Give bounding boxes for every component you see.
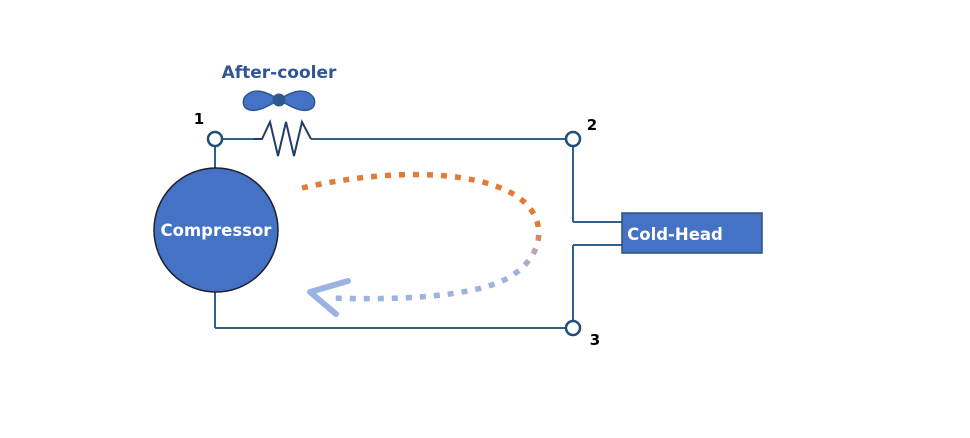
node-2: 2 <box>564 116 597 148</box>
flow-arrow <box>301 171 542 317</box>
fan-icon <box>242 90 316 112</box>
flow-path <box>301 171 542 302</box>
node-3-label: 3 <box>590 331 600 349</box>
node-1-label: 1 <box>194 110 204 128</box>
node-3: 3 <box>564 319 600 349</box>
after-cooler-label: After-cooler <box>222 63 337 83</box>
after-cooler-resistor-icon <box>254 118 312 157</box>
cold-head-label: Cold-Head <box>627 225 723 244</box>
compressor-label: Compressor <box>161 221 273 240</box>
cold-head[interactable]: Cold-Head <box>621 212 763 254</box>
node-1: 1 <box>194 110 224 148</box>
piping <box>214 138 622 329</box>
node-2-label: 2 <box>587 116 597 134</box>
flow-arrowhead-icon <box>307 278 351 317</box>
compressor[interactable]: Compressor <box>153 167 279 293</box>
